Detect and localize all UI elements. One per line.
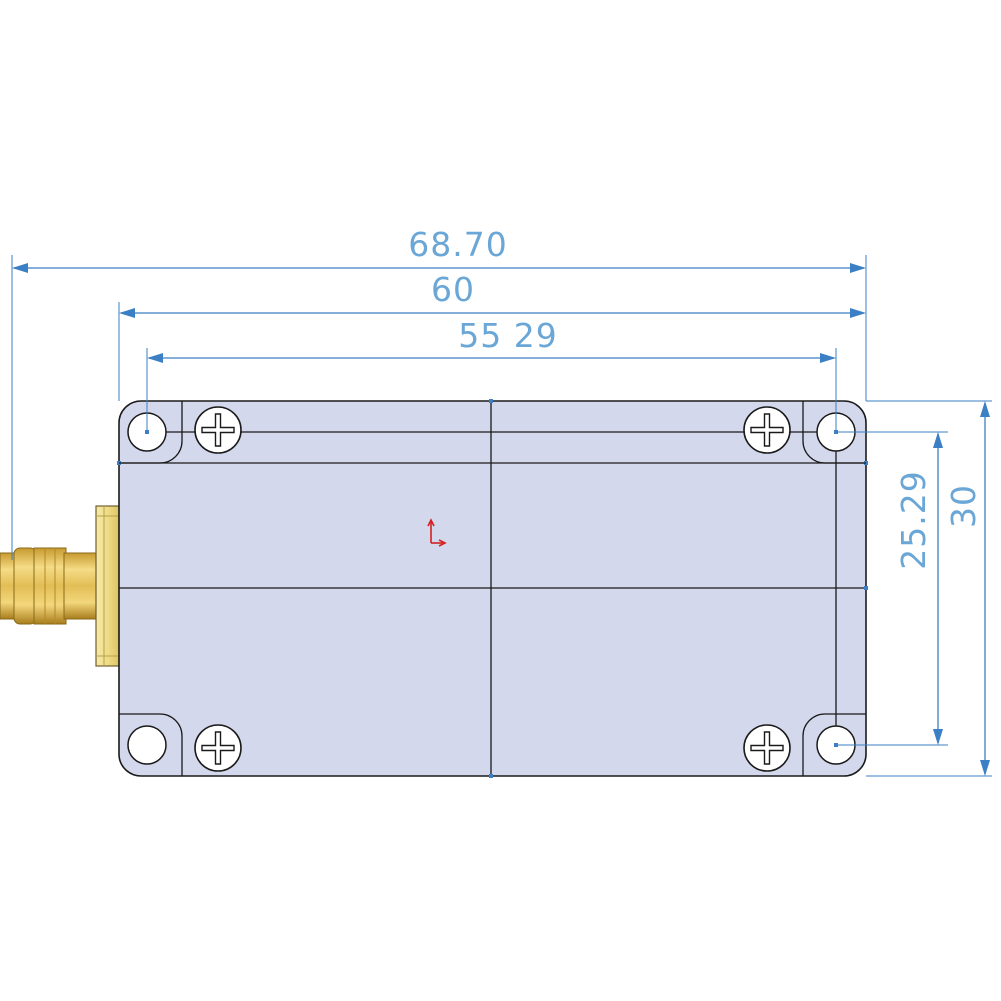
overall-length-label: 68.70 — [408, 225, 507, 264]
dimension-overall-length — [11, 255, 867, 560]
connector-flange — [95, 505, 121, 667]
body-height-label: 30 — [944, 484, 983, 528]
dimension-body-height — [866, 400, 992, 777]
body-length-label: 60 — [431, 270, 475, 309]
dimension-hole-spacing-y — [836, 431, 948, 746]
enclosure-body — [117, 399, 868, 778]
sma-connector — [0, 547, 97, 625]
hole-spacing-x-label: 55 29 — [458, 316, 557, 355]
corner-pockets — [119, 401, 866, 776]
phillips-screw-icon — [743, 406, 791, 454]
dimension-body-length — [118, 302, 866, 401]
dimension-hole-spacing-x — [146, 348, 837, 432]
hole-spacing-y-label: 25.29 — [894, 470, 933, 569]
mounting-hole-bottom-left — [127, 725, 167, 765]
phillips-screw-icon — [194, 406, 242, 454]
coordinate-origin-icon — [427, 518, 447, 547]
phillips-screw-icon — [194, 724, 242, 772]
phillips-screw-icon — [743, 724, 791, 772]
